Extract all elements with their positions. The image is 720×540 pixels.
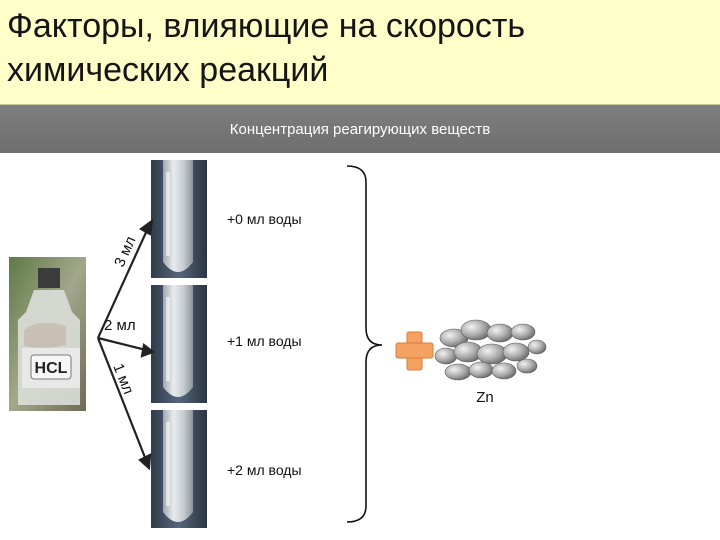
arrow-to-tube-2 <box>98 338 146 350</box>
water-label: +2 мл воды <box>227 462 302 478</box>
bottle-label: HCL <box>35 360 68 377</box>
plus-icon <box>396 332 433 370</box>
zinc-granules-image <box>435 320 546 380</box>
arrow-head <box>140 455 150 468</box>
test-tube-image <box>151 410 207 528</box>
volume-label: 3 мл <box>111 234 139 270</box>
hcl-bottle-image: HCL <box>9 257 86 411</box>
metal-label: Zn <box>476 389 494 406</box>
test-tube-image <box>151 285 207 403</box>
arrow-to-tube-3 <box>98 338 146 460</box>
test-tube-image <box>151 160 207 278</box>
water-label: +1 мл воды <box>227 333 302 349</box>
volume-label: 2 мл <box>104 317 136 334</box>
curly-brace <box>347 166 382 522</box>
water-label: +0 мл воды <box>227 211 302 227</box>
arrow-head <box>141 221 152 234</box>
